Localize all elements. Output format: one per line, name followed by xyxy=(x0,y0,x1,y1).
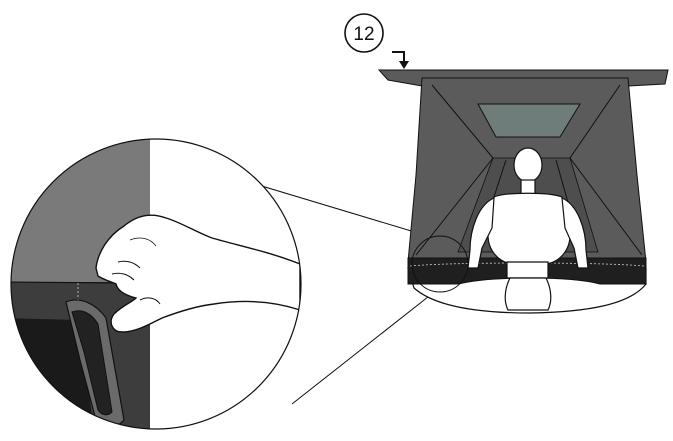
stitch-line xyxy=(409,262,645,267)
detail-highlight-circle xyxy=(411,235,469,293)
mannequin-left-arm xyxy=(467,197,495,269)
mannequin-base xyxy=(504,277,552,311)
mannequin-hips xyxy=(506,261,549,279)
mannequin-figure xyxy=(467,147,589,311)
callout-lines xyxy=(244,180,434,405)
corner-arrow-down-icon xyxy=(392,51,405,62)
mannequin-head xyxy=(513,147,543,183)
mannequin-neck xyxy=(520,179,536,195)
mannequin-torso xyxy=(487,192,571,265)
mannequin-right-arm xyxy=(561,197,589,269)
step-number: 12 xyxy=(353,24,374,45)
step-marker: 12 xyxy=(344,13,409,69)
canopy-window xyxy=(477,103,581,138)
zoom-detail xyxy=(11,139,301,429)
step-number-circle-icon xyxy=(344,13,384,53)
hand-illustration xyxy=(95,214,301,333)
zoom-detail-border xyxy=(10,138,302,430)
